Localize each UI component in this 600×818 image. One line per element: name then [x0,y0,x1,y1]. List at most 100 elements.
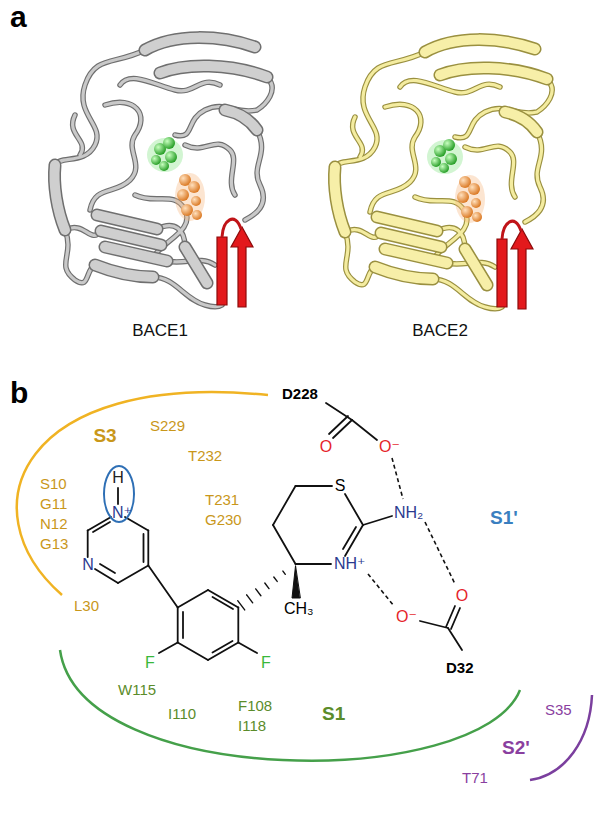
ligand-structure [274,577,277,581]
atom-label: F [145,655,155,671]
ligand-structure [213,641,233,653]
residue-label: S35 [545,702,572,717]
bace1-ribbon [147,137,205,221]
pocket-arcs [530,695,592,780]
atom-label: NH⁺ [334,556,366,572]
ligand-structure [237,608,239,643]
ligand-structure [333,420,352,438]
ligand-structure [296,563,332,565]
ligand-structure [182,612,184,638]
ligand-structure [87,531,89,558]
ligand-structure [118,566,148,584]
atom-label: S [335,478,346,494]
hydrogen-bonds [392,458,403,499]
ligand-structure [178,590,208,608]
ligand-structure [95,569,118,583]
pocket-label: S3 [93,426,116,445]
residue-label: L30 [74,598,99,613]
ligand-structure [100,564,115,573]
ligand-structure [265,583,269,589]
residue-label: I110 [168,706,196,721]
atom-label: N⁺ [112,505,132,521]
protein-name: BACE1 [132,322,188,339]
residue-label: S229 [150,418,185,433]
atom-label: O [320,439,332,455]
ligand-structure [178,643,208,661]
ligand-structure [208,590,238,608]
ligand-structure [352,420,377,440]
atom-label: NH₂ [394,505,423,521]
ligand-structure [148,566,177,608]
residue-label: D228 [282,386,318,401]
pocket-label: S2' [502,738,530,757]
ligand-structure [147,531,149,566]
ligand-structure [420,621,448,628]
bace1-ribbon [55,50,272,307]
residue-label: G230 [205,512,242,527]
bace1-ribbon [54,38,272,307]
ligand-structure [238,643,257,654]
bace2-ribbon [335,52,552,309]
atom-label: O [456,588,468,604]
ligand-structure [238,601,245,610]
hydrogen-bonds [368,574,394,606]
ligand-structure [292,566,300,598]
ligand-structure [256,589,261,596]
residue-label: T232 [188,448,222,463]
ligand-structure [143,534,145,562]
residue-label: I118 [238,718,266,733]
atom-label: F [261,655,271,671]
ligand-structure [345,494,363,525]
panel-letter: b [10,378,28,408]
protein-name: BACE2 [412,322,468,339]
ligand-structure [208,643,238,661]
ligand-structure [451,608,460,629]
ligand-structure [177,608,179,643]
ligand-structure [343,527,356,549]
residue-label: T71 [462,770,488,785]
bace1-ribbon [217,219,253,307]
atom-label: O⁻ [396,609,417,625]
atom-label: N [82,557,94,573]
ligand-structure [213,597,234,609]
pocket-arcs [60,650,520,761]
residue-label: F108 [238,698,272,713]
residue-label: N12 [40,516,68,531]
pocket-arcs [17,392,268,595]
bace1-ribbon [55,50,272,307]
residue-label: G13 [40,536,68,551]
bace2-ribbon [334,40,552,309]
ligand-structure [159,643,178,654]
ligand-structure [117,488,119,504]
residue-label: T231 [205,492,239,507]
ligand-structure [273,525,296,564]
ligand-structure [329,416,348,434]
residue-label: W115 [118,682,156,697]
panel-letter: a [10,2,27,32]
highlight-ellipse [104,466,134,522]
residue-label: G11 [40,496,67,511]
bace2-ribbon [497,221,533,309]
residue-label: D32 [446,660,474,675]
residue-label: S10 [40,476,67,491]
bace2-ribbon [427,139,485,223]
bace2-ribbon [335,52,552,309]
atom-label: O⁻ [379,439,400,455]
ligand-structure [88,403,462,660]
ligand-structure [273,486,296,525]
atom-label: CH₃ [284,601,314,617]
ligand-structure [326,403,352,420]
hydrogen-bonds [368,458,455,606]
hydrogen-bonds [425,522,455,584]
ligand-structure [448,628,462,650]
ligand-structure [363,516,392,525]
ligand-structure [247,595,253,603]
ligand-structure [296,485,333,487]
pocket-label: S1' [490,508,518,527]
atom-label: H [112,470,124,486]
pocket-label: S1 [322,704,345,723]
ligand-structure [283,571,285,574]
ligand-structure [93,522,110,532]
